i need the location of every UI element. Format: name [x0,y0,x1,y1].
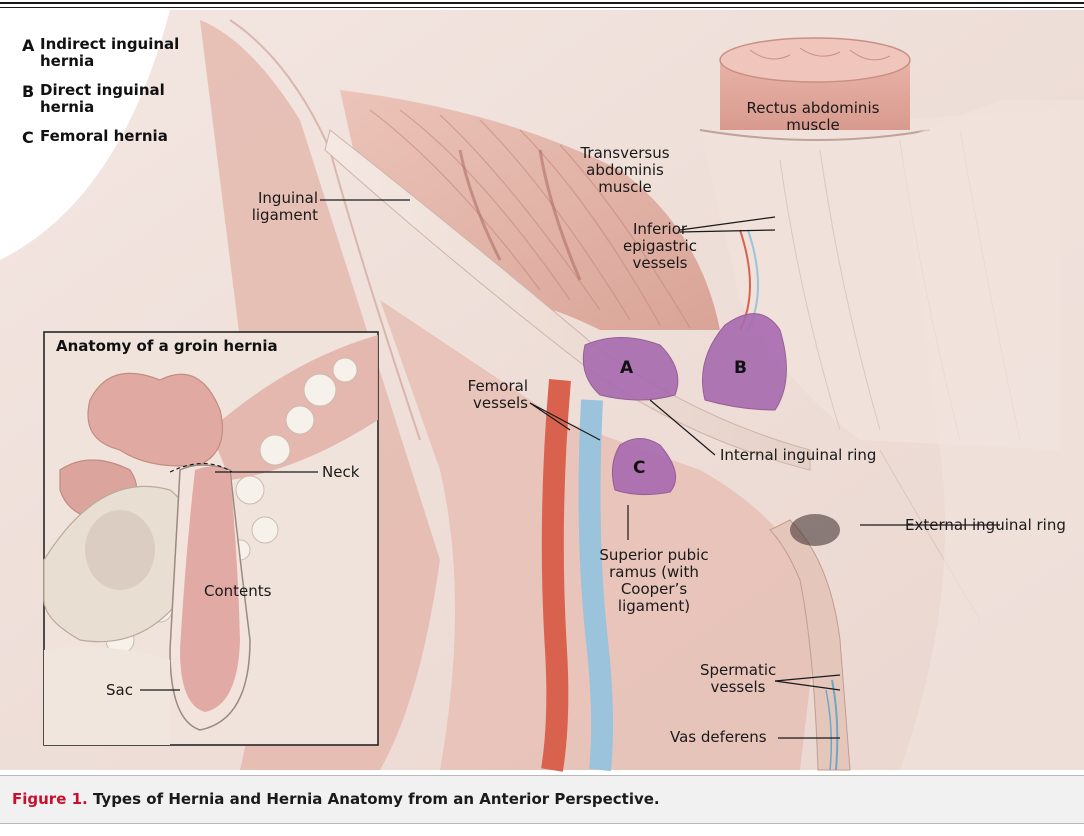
legend-letter: A [22,36,40,55]
label-vas-deferens: Vas deferens [670,729,767,746]
inset-label-neck: Neck [322,464,359,481]
legend-text: Direct inguinal hernia [40,82,180,116]
label-inguinal-ligament: Inguinal ligament [230,190,318,224]
inset-title: Anatomy of a groin hernia [56,337,278,355]
caption-bar: Figure 1. Types of Hernia and Hernia Ana… [0,775,1084,824]
legend-letter: C [22,128,40,147]
legend: A Indirect inguinal hernia B Direct ingu… [22,36,212,159]
label-external-ring: External inguinal ring [905,517,1066,534]
legend-text: Femoral hernia [40,128,180,145]
femoral-artery [552,380,560,770]
inset-label-contents: Contents [204,583,271,600]
label-femoral-vessels: Femoral vessels [448,378,528,412]
label-spermatic: Spermatic vessels [700,662,776,696]
label-rectus: Rectus abdominis muscle [728,100,898,134]
label-inferior-epigastric: Inferior epigastric vessels [610,221,710,272]
inset-label-sac: Sac [106,682,133,699]
marker-c: C [633,458,645,478]
legend-text: Indirect inguinal hernia [40,36,180,70]
legend-item-c: C Femoral hernia [22,128,212,147]
figure-caption: Figure 1. Types of Hernia and Hernia Ana… [12,790,660,808]
legend-item-b: B Direct inguinal hernia [22,82,212,116]
label-internal-ring: Internal inguinal ring [720,447,876,464]
label-superior-pubic: Superior pubic ramus (with Cooper’s liga… [596,547,712,615]
label-transversus: Transversus abdominis muscle [560,145,690,196]
legend-letter: B [22,82,40,101]
caption-figure-number: Figure 1. [12,790,88,808]
marker-a: A [620,358,633,378]
legend-item-a: A Indirect inguinal hernia [22,36,212,70]
caption-text: Types of Hernia and Hernia Anatomy from … [93,790,660,808]
marker-b: B [734,358,747,378]
